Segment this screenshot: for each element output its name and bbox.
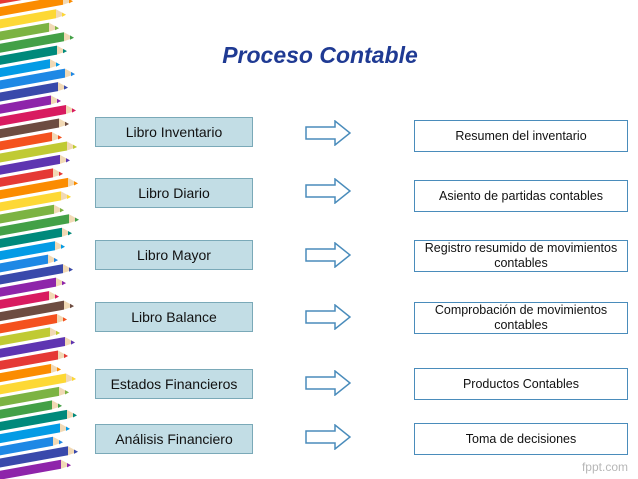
box-resumen-inventario: Resumen del inventario [414,120,628,152]
right-arrow-icon [305,304,351,330]
box-libro-diario: Libro Diario [95,178,253,208]
right-arrow-icon [305,370,351,396]
box-analisis-financiero: Análisis Financiero [95,424,253,454]
right-arrow-icon [305,424,351,450]
colored-pencils-decoration [0,0,79,479]
box-libro-mayor: Libro Mayor [95,240,253,270]
right-arrow-icon [305,120,351,146]
box-libro-inventario: Libro Inventario [95,117,253,147]
right-arrow-icon [305,178,351,204]
box-toma-decisiones: Toma de decisiones [414,423,628,455]
box-registro-resumido: Registro resumido de movimientos contabl… [414,240,628,272]
watermark-logo: fppt.com [581,460,628,474]
box-estados-financieros: Estados Financieros [95,369,253,399]
right-arrow-icon [305,242,351,268]
box-libro-balance: Libro Balance [95,302,253,332]
slide-title: Proceso Contable [222,42,418,68]
box-comprobacion-movimientos: Comprobación de movimientos contables [414,302,628,334]
box-productos-contables: Productos Contables [414,368,628,400]
box-asiento-partidas: Asiento de partidas contables [414,180,628,212]
